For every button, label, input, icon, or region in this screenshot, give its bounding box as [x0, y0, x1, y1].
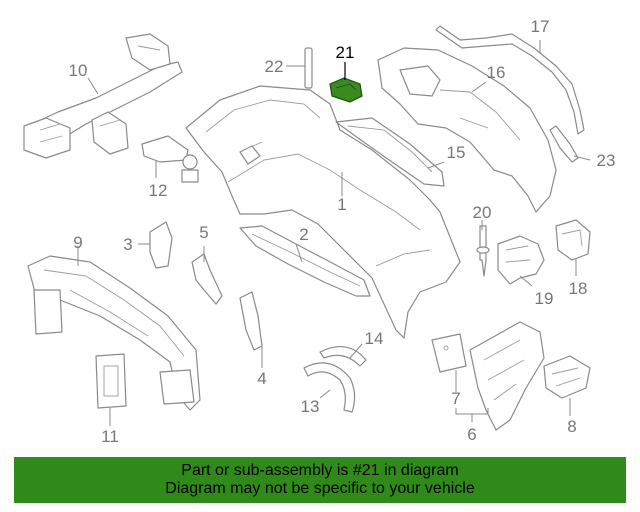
callout-14: 14 — [365, 329, 384, 348]
part-21-highlighted[interactable] — [329, 77, 363, 103]
part-16-bumper-support[interactable] — [377, 47, 557, 213]
part-15-lower-strip[interactable] — [335, 117, 445, 187]
callout-22: 22 — [265, 57, 284, 76]
callout-9: 9 — [73, 233, 82, 252]
part-1-bumper-cover[interactable] — [185, 85, 461, 339]
callout-18: 18 — [569, 279, 588, 298]
callout-8: 8 — [567, 417, 576, 436]
exploded-parts-diagram: 1 2 3 4 5 6 7 8 9 10 11 12 13 14 15 16 1… — [23, 17, 616, 446]
callout-3: 3 — [123, 235, 132, 254]
part-6-side-bracket[interactable] — [469, 321, 545, 431]
banner-line-2: Diagram may not be specific to your vehi… — [165, 480, 475, 497]
callout-6: 6 — [467, 425, 476, 444]
part-10-tow-hitch[interactable] — [23, 33, 183, 159]
callout-2: 2 — [299, 225, 308, 244]
part-13-arch-liner[interactable] — [303, 362, 356, 413]
callout-1: 1 — [337, 195, 346, 214]
callout-12: 12 — [149, 181, 168, 200]
part-22-clip[interactable] — [304, 47, 313, 89]
callout-17: 17 — [531, 17, 550, 36]
callout-5: 5 — [199, 223, 208, 242]
callout-23: 23 — [597, 151, 616, 170]
callout-15: 15 — [447, 143, 466, 162]
part-8-bracket[interactable] — [543, 355, 591, 399]
part-9-reinforcement[interactable] — [27, 255, 201, 411]
info-banner: Part or sub-assembly is #21 in diagram D… — [14, 457, 626, 503]
banner-line-1: Part or sub-assembly is #21 in diagram — [181, 462, 459, 479]
part-11-plate[interactable] — [95, 353, 127, 409]
callout-7: 7 — [451, 389, 460, 408]
callout-10: 10 — [69, 61, 88, 80]
part-19-bracket[interactable] — [497, 235, 545, 285]
callout-20: 20 — [473, 203, 492, 222]
callout-21: 21 — [336, 43, 355, 62]
part-23-molding[interactable] — [549, 125, 579, 163]
part-4-bracket[interactable] — [239, 291, 263, 351]
callout-16: 16 — [487, 63, 506, 82]
part-20-pin[interactable] — [476, 225, 490, 277]
leader-lines — [77, 40, 591, 426]
part-12-hitch-ball[interactable] — [141, 135, 199, 183]
callout-19: 19 — [535, 289, 554, 308]
part-14-arch-liner[interactable] — [319, 345, 367, 367]
part-2-absorber[interactable] — [239, 225, 371, 297]
callout-13: 13 — [301, 397, 320, 416]
part-18-sensor-housing[interactable] — [555, 219, 591, 261]
part-17-trim-strip[interactable] — [435, 25, 585, 135]
part-7-plate-bracket[interactable] — [431, 333, 467, 373]
callout-11: 11 — [101, 427, 119, 446]
callout-4: 4 — [257, 369, 266, 388]
part-3-bracket[interactable] — [149, 221, 173, 269]
part-5-bracket[interactable] — [191, 253, 223, 305]
